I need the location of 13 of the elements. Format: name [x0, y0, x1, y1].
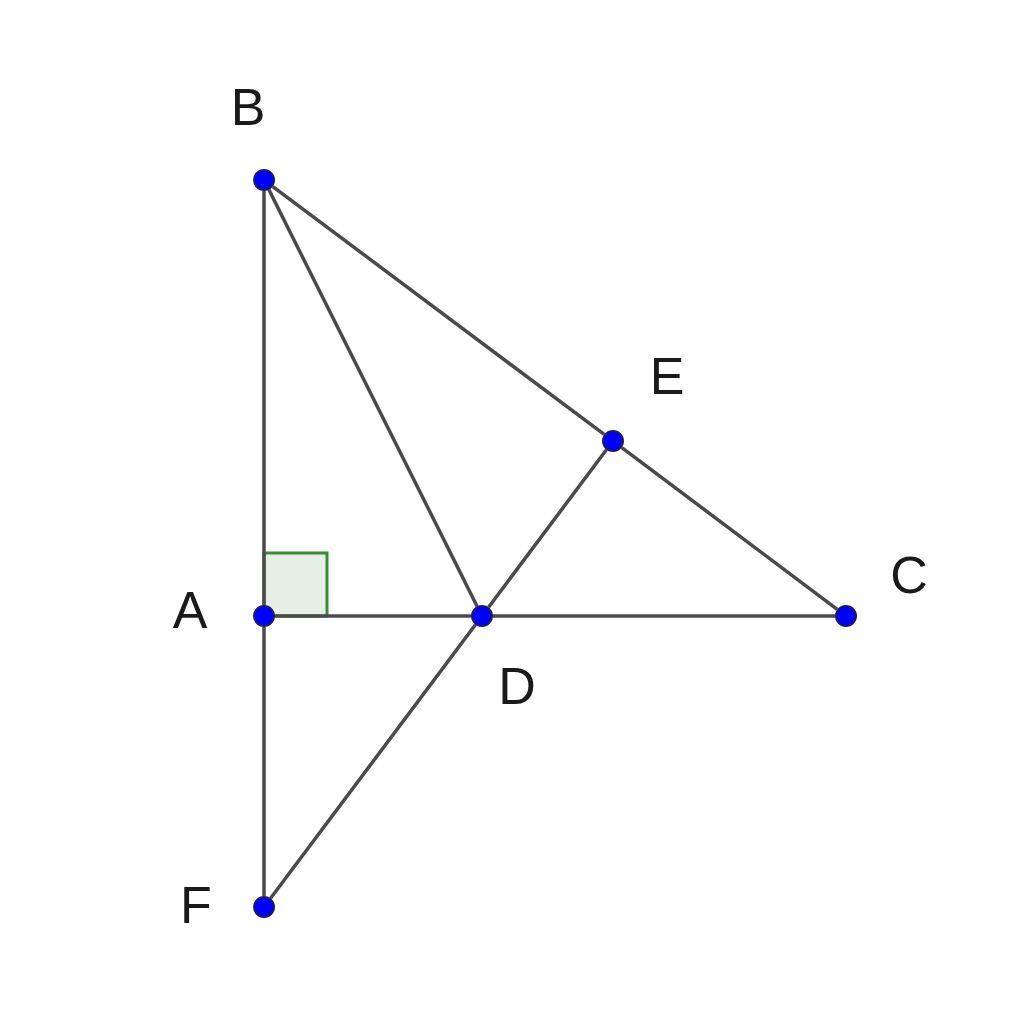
point-label: B [230, 81, 266, 133]
line-segment [267, 189, 479, 607]
line-segment [271, 185, 606, 436]
line-segment [262, 627, 266, 896]
line-segment [275, 614, 471, 618]
point-label: C [890, 549, 928, 601]
point-label: A [172, 584, 208, 636]
point-label: F [180, 879, 212, 931]
line-segment [493, 614, 835, 618]
line-segment [620, 446, 839, 611]
point-label: E [649, 350, 685, 402]
line-segment [262, 191, 266, 605]
point-label: D [498, 660, 536, 712]
